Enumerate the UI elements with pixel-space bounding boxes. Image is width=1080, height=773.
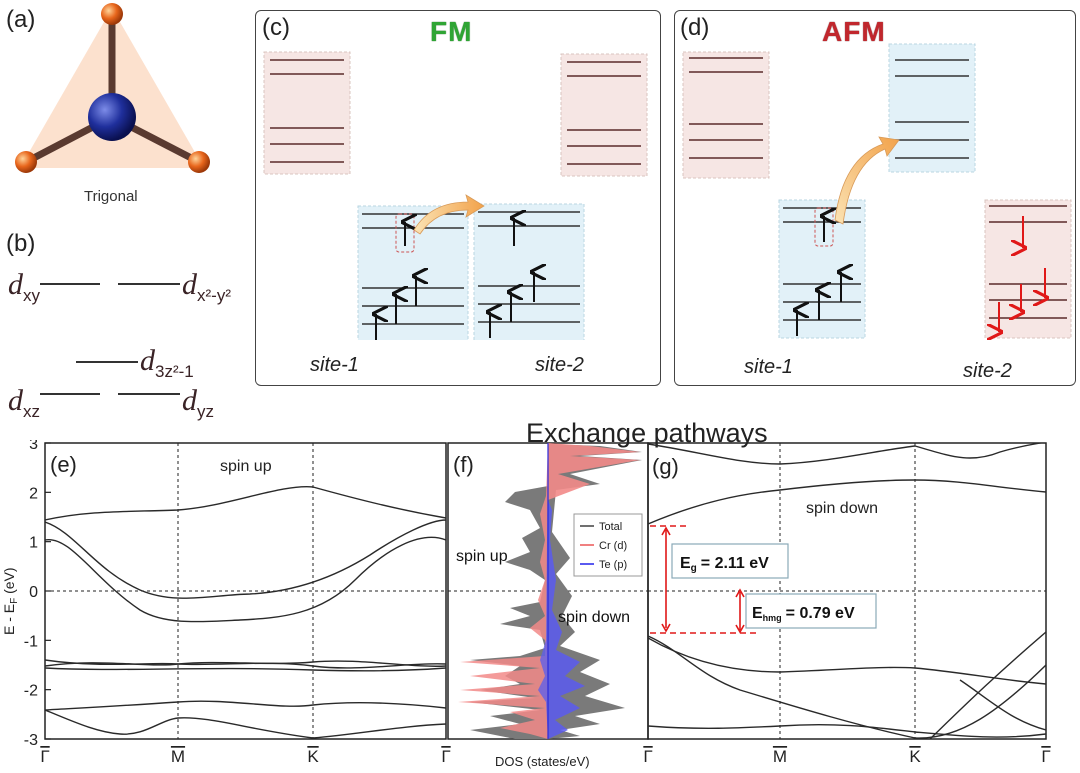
orbital-level-dxy [40, 283, 100, 285]
ehmg-annotation: Ehmg= 0.79 eV [752, 605, 855, 623]
x-tick-label: Γ [441, 747, 450, 766]
ligand-atom [188, 151, 210, 173]
y-tick-label: 3 [29, 440, 38, 453]
panel-f-label: (f) [453, 452, 474, 477]
gap-markers [650, 525, 760, 634]
y-axis-ticks: 3 2 1 0 -1 -2 -3 [24, 440, 51, 749]
panel-c-label: (c) [262, 14, 290, 41]
x-tick-label: K [909, 747, 921, 766]
panel-g-label: (g) [652, 454, 679, 479]
dos-spin-up-label: spin up [456, 548, 508, 565]
dos-spin-down-label: spin down [558, 609, 630, 626]
dos-cr-d-spin-down [548, 443, 640, 500]
legend-te-p: Te (p) [599, 559, 627, 571]
y-tick-label: -1 [24, 633, 38, 650]
afm-site1-label: site-1 [744, 356, 793, 378]
y-tick-label: 2 [29, 485, 38, 502]
spin-up-label-e: spin up [220, 458, 272, 475]
trigonal-structure [15, 3, 210, 173]
ligand-atom [101, 3, 123, 25]
exchange-hop-arrow [413, 194, 485, 235]
spin-up-bands [45, 486, 446, 739]
afm-site1-upper-levels [682, 51, 770, 179]
fm-site2-label: site-2 [535, 354, 584, 376]
site2-upper-levels [560, 53, 648, 177]
orbital-level-d3z2 [76, 361, 138, 363]
site1-upper-levels [263, 51, 351, 175]
x-tick-label: M [773, 747, 787, 766]
orbital-d3z2: d3z²-1 [140, 344, 194, 381]
metal-atom [88, 93, 136, 141]
ehmg-box [745, 593, 877, 629]
spin-down-bands [648, 443, 1046, 739]
afm-site1-lower-levels [778, 199, 866, 339]
fm-level-diagram [263, 51, 648, 340]
x-tick-label: K [307, 747, 319, 766]
panel-b-label: (b) [6, 230, 36, 257]
dos-plot [458, 443, 642, 739]
legend-cr-d: Cr (d) [599, 540, 627, 552]
x-tick-label: M [171, 747, 185, 766]
spin-down-label-g: spin down [806, 500, 878, 517]
afm-title: AFM [822, 16, 886, 47]
y-tick-label: 1 [29, 535, 38, 552]
geometry-label: Trigonal [84, 188, 138, 205]
orbital-dx2y2: dx²-y² [182, 268, 231, 305]
y-axis-label: E - EF (eV) [1, 567, 20, 635]
y-tick-label: 0 [29, 584, 38, 601]
dos-te-p-spin-down [548, 500, 585, 739]
afm-site2-label: site-2 [963, 360, 1012, 382]
x-tick-label: Γ [40, 747, 49, 766]
panel-e-label: (e) [50, 452, 77, 477]
fm-site1-label: site-1 [310, 354, 359, 376]
orbital-dxy: dxy [8, 268, 40, 305]
eg-box [671, 543, 789, 579]
band-grid [45, 443, 1046, 739]
y-tick-label: -2 [24, 683, 38, 700]
afm-level-diagram [682, 43, 1072, 340]
panel-a-label: (a) [6, 6, 36, 33]
x-tick-label: Γ [1041, 747, 1050, 766]
x-tick-label: Γ [643, 747, 652, 766]
site1-lower-levels [357, 205, 469, 340]
panel-d-label: (d) [680, 14, 710, 41]
y-tick-label: -3 [24, 732, 38, 749]
orbital-level-dxz [40, 393, 100, 395]
orbital-level-dyz [118, 393, 180, 395]
fm-title: FM [430, 16, 473, 47]
orbital-dxz: dxz [8, 384, 40, 421]
afm-site2-upper-levels [888, 43, 976, 173]
eg-annotation: Eg= 2.11 eV [680, 555, 769, 574]
legend-total: Total [599, 521, 622, 533]
orbital-level-dx2y2 [118, 283, 180, 285]
orbital-dyz: dyz [182, 384, 214, 421]
dos-legend-keys [580, 525, 594, 565]
band-structure-figure: 3 2 1 0 -1 -2 -3 E - EF (eV) Γ M K Γ Γ M K Γ [1, 440, 1051, 769]
ligand-atom [15, 151, 37, 173]
dos-te-p-spin-up [538, 443, 548, 739]
afm-exchange-hop-arrow [834, 136, 900, 225]
dos-cr-d-spin-up [458, 443, 548, 739]
dos-x-label: DOS (states/eV) [495, 754, 590, 769]
